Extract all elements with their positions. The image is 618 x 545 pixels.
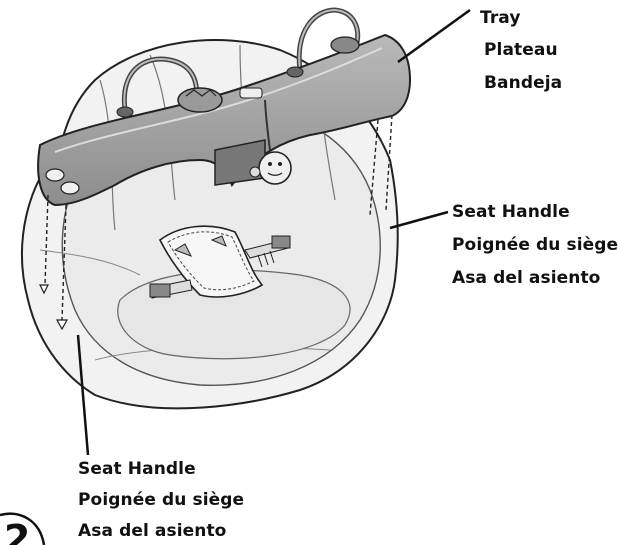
seat-handle-left-fr: Poignée du siège [78, 490, 244, 510]
seat-handle-right-en: Seat Handle [452, 202, 570, 222]
tray-label-fr: Plateau [484, 40, 558, 60]
tray-label-es: Bandeja [484, 73, 562, 93]
seat-handle-right-fr: Poignée du siège [452, 235, 618, 255]
step-number: 2 [4, 520, 30, 545]
tray-label-en: Tray [480, 8, 521, 28]
seat-handle-right-es: Asa del asiento [452, 268, 600, 288]
seat-handle-left-es: Asa del asiento [78, 521, 226, 541]
seat-handle-left-en: Seat Handle [78, 459, 196, 479]
